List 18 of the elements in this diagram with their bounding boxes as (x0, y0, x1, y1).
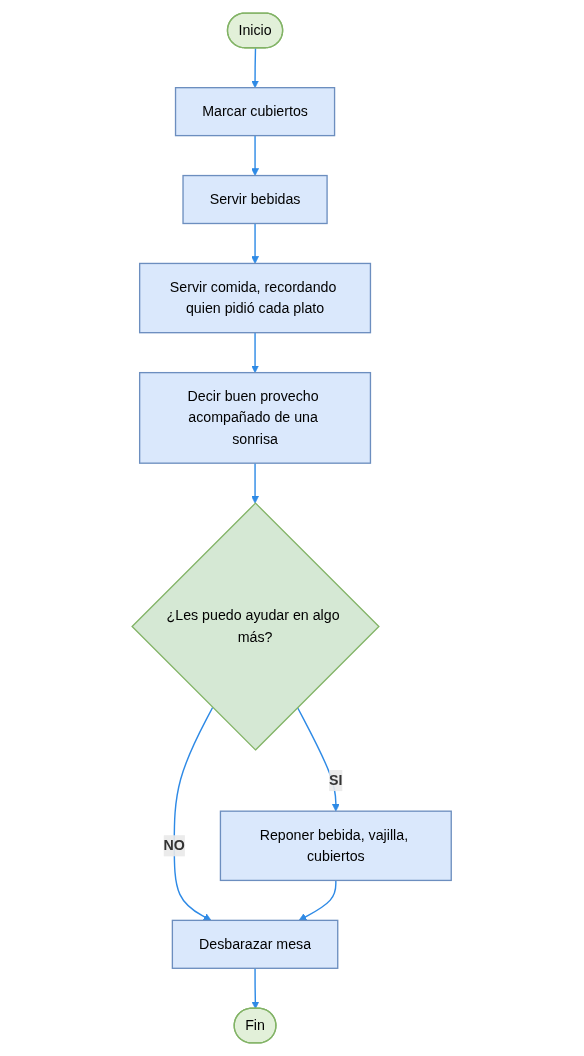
arrow (251, 967, 260, 1010)
arrow (251, 462, 260, 504)
node-box: Reponer bebida, vajilla, cubiertos (220, 810, 453, 882)
node-box: Desbarazar mesa (172, 919, 339, 969)
node-box: Servir comida, recordando quien pidió cada plato (139, 262, 372, 334)
node-box: Marcar cubiertos (175, 87, 336, 137)
node-box: Decir buen provecho acompañado de una sonrisa (139, 372, 372, 464)
arrow (251, 332, 260, 373)
arrow (251, 47, 260, 89)
node-diamond: ¿Les puedo ayudar en algo más? (131, 502, 381, 751)
edge-label: SI (329, 772, 343, 788)
arrow (251, 134, 260, 176)
arrow (251, 222, 260, 264)
arrow (173, 706, 214, 921)
node-box: Servir bebidas (182, 174, 329, 225)
arrow (297, 706, 341, 812)
arrow (299, 879, 337, 921)
edge-label: NO (163, 837, 186, 853)
